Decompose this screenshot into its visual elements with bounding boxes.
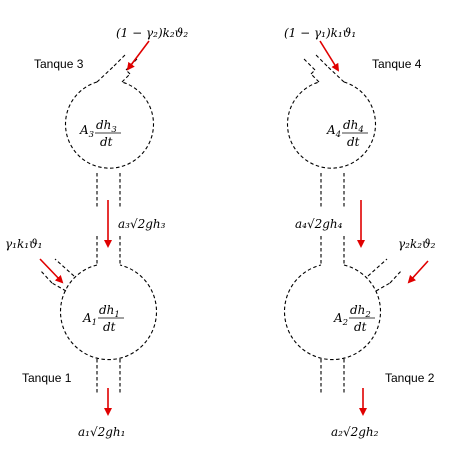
tank-3-inlet-right-a (121, 73, 131, 83)
tank-2-body (283, 264, 382, 361)
tank-3-inlet-left (96, 65, 115, 83)
tank-2-area: A2 (333, 311, 348, 328)
tank-4-deriv-num: dh4 (343, 118, 364, 135)
tank-4-inlet-left-a (310, 73, 320, 83)
tank-2-inlet-b (375, 282, 391, 292)
tank-4-inlet-left-b (310, 69, 316, 75)
flow-in-tank3-label: (1 − γ₂)k₂ϑ₂ (116, 26, 188, 40)
arrow-in-tank3 (126, 40, 150, 71)
arrow-in-tank1 (39, 258, 64, 284)
tank-3-body (64, 81, 155, 169)
tank-1-deriv-num: dh1 (99, 303, 120, 320)
flow-out-tank3-label: a₃√2gh₃ (118, 217, 166, 231)
tank-2-inlet-a (367, 258, 388, 277)
tank-4-inlet-right-b (314, 53, 328, 67)
tank-3-inlet-left-b (113, 53, 127, 67)
tank-2-inlet-c (389, 269, 403, 284)
tank-3-deriv-den: dt (100, 135, 113, 149)
tank-2 (283, 236, 403, 393)
tank-2-label: Tanque 2 (385, 371, 435, 385)
tank-3-label: Tanque 3 (34, 57, 84, 71)
tank-3-deriv-num: dh3 (96, 118, 117, 135)
flow-in-tank2-label: γ₂k₂ϑ₂ (398, 237, 436, 251)
tank-4-inlet-right (326, 65, 345, 83)
tank-4-body (286, 81, 377, 169)
tank-2-deriv-num: dh2 (350, 303, 371, 320)
tank-1-inlet-c (54, 258, 75, 277)
flow-out-tank1-label: a₁√2gh₁ (78, 425, 125, 439)
flow-in-tank4-label: (1 − γ₁)k₁ϑ₁ (284, 26, 356, 40)
tank-1-label: Tanque 1 (22, 371, 72, 385)
tank-4-deriv-den: dt (347, 135, 360, 149)
flow-out-tank4-label: a₄√2gh₄ (295, 217, 343, 231)
tank-2-deriv-den: dt (354, 320, 367, 334)
arrow-in-tank4 (319, 40, 340, 72)
flow-in-tank1-label: γ₁k₁ϑ₁ (5, 237, 42, 251)
tank-1-inlet-a (51, 282, 67, 292)
tank-1-area: A1 (82, 311, 97, 328)
flow-out-tank2-label: a₂√2gh₂ (331, 425, 379, 439)
tank-3-area: A3 (79, 123, 94, 140)
tank-4-label: Tanque 4 (372, 57, 422, 71)
tank-3-inlet-right-b (125, 69, 131, 75)
tank-1 (39, 236, 158, 393)
arrow-in-tank2 (407, 260, 429, 284)
tank-1-deriv-den: dt (103, 320, 116, 334)
tank-4 (286, 53, 377, 208)
tank-4-inlet-left-c (302, 57, 316, 71)
tank-4-area: A4 (326, 123, 341, 140)
tank-1-inlet-b (39, 269, 53, 284)
